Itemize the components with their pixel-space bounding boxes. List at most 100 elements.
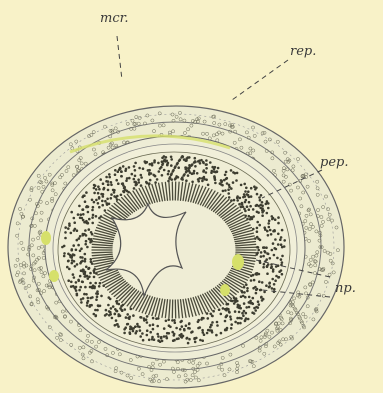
nucleus [258, 273, 261, 276]
nucleus [168, 324, 171, 327]
nucleus [70, 232, 73, 235]
nucleus [222, 307, 225, 310]
nucleus [126, 177, 129, 180]
nucleus [206, 332, 209, 335]
nucleus [102, 193, 105, 196]
nucleus [271, 215, 274, 218]
nucleus [224, 328, 227, 331]
nucleus [247, 318, 250, 321]
nucleus [201, 317, 204, 320]
label-pep: pep. [320, 155, 348, 170]
nucleus [170, 164, 173, 167]
nucleus [147, 169, 150, 172]
nucleus [263, 250, 266, 253]
nucleus [145, 181, 148, 184]
nucleus [81, 196, 84, 199]
nucleus [238, 203, 241, 206]
nucleus [248, 306, 251, 309]
nucleus [183, 158, 186, 161]
nucleus [98, 188, 101, 191]
nucleus [167, 319, 170, 322]
nucleus [70, 281, 73, 284]
nucleus [216, 171, 219, 174]
nucleus [161, 160, 164, 163]
nucleus [76, 294, 79, 297]
nucleus [78, 289, 81, 292]
nucleus [268, 282, 271, 285]
nucleus [244, 195, 247, 198]
nucleus [115, 179, 118, 182]
nucleus [211, 331, 214, 334]
nucleus [85, 293, 88, 296]
nucleus [220, 313, 223, 316]
nucleus [73, 221, 76, 224]
nucleus [70, 249, 73, 252]
nucleus [193, 337, 196, 340]
nucleus [129, 325, 132, 328]
nucleus [207, 184, 210, 187]
nucleus [123, 191, 126, 194]
nucleus [237, 322, 240, 325]
nucleus [181, 155, 184, 158]
nucleus [228, 184, 231, 187]
nucleus [92, 214, 95, 217]
nucleus [139, 316, 142, 319]
nucleus [275, 248, 278, 251]
nucleus [89, 282, 92, 285]
nucleus [253, 312, 256, 315]
nucleus [277, 233, 280, 236]
nucleus [251, 216, 254, 219]
nucleus [207, 317, 210, 320]
nucleus [256, 236, 259, 239]
nucleus [227, 188, 230, 191]
nucleus [124, 308, 127, 311]
nucleus [213, 168, 216, 171]
nucleus [240, 295, 243, 298]
nucleus [139, 335, 142, 338]
nucleus [181, 336, 184, 339]
nucleus [173, 334, 176, 337]
nucleus [230, 187, 233, 190]
nucleus [94, 282, 97, 285]
nucleus [88, 218, 91, 221]
nucleus [236, 172, 239, 175]
nucleus [205, 163, 208, 166]
nucleus [82, 213, 85, 216]
nucleus [131, 328, 134, 331]
nucleus [248, 296, 251, 299]
nucleus [123, 332, 126, 335]
nucleus [181, 325, 184, 328]
nucleus [114, 313, 117, 316]
nucleus [116, 195, 119, 198]
nucleus [246, 193, 249, 196]
nucleus [79, 286, 82, 289]
nucleus [240, 317, 243, 320]
columnar-cell [236, 247, 256, 248]
nucleus [91, 209, 94, 212]
nucleus [271, 278, 274, 281]
label-np: np. [335, 281, 356, 296]
nucleus [95, 199, 98, 202]
nucleus [255, 187, 258, 190]
nucleus [134, 175, 137, 178]
nucleus [70, 285, 73, 288]
nucleus [125, 316, 128, 319]
nucleus [174, 165, 177, 168]
nucleus [267, 263, 270, 266]
nucleus [205, 171, 208, 174]
nucleus [255, 306, 258, 309]
nucleus [256, 230, 259, 233]
nucleus [84, 258, 87, 261]
nucleus [256, 193, 259, 196]
nucleus [270, 263, 273, 266]
nucleus [172, 169, 175, 172]
nucleus [283, 239, 286, 242]
nucleus [201, 339, 204, 342]
nucleus [63, 252, 66, 255]
nucleus [84, 200, 87, 203]
nucleus [249, 205, 252, 208]
nucleus [220, 332, 223, 335]
nucleus [194, 341, 197, 344]
nucleus [176, 162, 179, 165]
nucleus [115, 319, 118, 322]
